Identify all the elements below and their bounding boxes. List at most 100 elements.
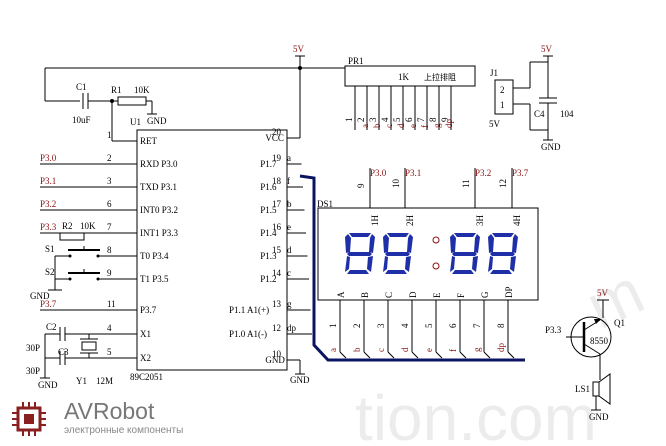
mcu-left-pin-name: X2 bbox=[140, 353, 151, 363]
ds1-body bbox=[317, 207, 539, 301]
j1-pin1: 1 bbox=[500, 100, 505, 110]
mcu-left-net: P3.1 bbox=[40, 176, 56, 186]
mcu-left-pin-num: 4 bbox=[107, 323, 112, 333]
mcu-right-pin-name: P1.5 bbox=[260, 205, 277, 215]
digit-name: 3H bbox=[475, 215, 485, 227]
mcu-ref: U1 bbox=[130, 117, 141, 127]
c1-value: 10uF bbox=[72, 115, 91, 125]
mcu-right-pin-num: 12 bbox=[272, 323, 281, 333]
s1-label: S1 bbox=[45, 244, 55, 254]
ds1-ref: DS1 bbox=[317, 199, 333, 209]
digit-net: P3.0 bbox=[370, 168, 387, 178]
segment-pin-net: g bbox=[472, 347, 482, 352]
mcu-gnd: GND bbox=[290, 375, 310, 385]
r1-label: R1 bbox=[111, 85, 122, 95]
mcu-right-pin-num: 10 bbox=[272, 349, 282, 359]
mcu-left-pin-num: 2 bbox=[107, 153, 112, 163]
digit-pin-num: 10 bbox=[391, 179, 401, 189]
pr1-value: 1K bbox=[398, 72, 410, 82]
brand-subtitle: электронные компоненты bbox=[64, 425, 184, 436]
segment-pin-net: b bbox=[352, 347, 362, 352]
pr1-pin-net: dp bbox=[444, 119, 454, 129]
segment-pin-net: d bbox=[400, 347, 410, 352]
mcu-right-pin-num: 13 bbox=[272, 299, 282, 309]
pr1-pin-num: 4 bbox=[380, 117, 390, 122]
mcu-right-net: e bbox=[287, 222, 291, 232]
display-segment bbox=[452, 252, 477, 256]
display-segment bbox=[512, 234, 518, 253]
segment-pin-num: 4 bbox=[400, 323, 410, 328]
segment-pin-net: f bbox=[448, 349, 458, 352]
mcu-part: 89C2051 bbox=[130, 372, 163, 382]
mcu-right-pin-name: P1.6 bbox=[260, 182, 277, 192]
display-segment bbox=[347, 270, 369, 274]
vcc-label-j1: 5V bbox=[541, 44, 553, 54]
pr1-pin-net: e bbox=[408, 124, 418, 128]
segment-pin-net: a bbox=[328, 348, 338, 352]
ls1-ref: LS1 bbox=[575, 384, 590, 394]
digit-pin-num: 12 bbox=[498, 179, 508, 188]
mcu-right-pin-name: P1.3 bbox=[260, 251, 277, 261]
display-segment bbox=[454, 233, 476, 237]
watermark-fragment: m bbox=[575, 255, 654, 343]
r2-value: 10K bbox=[80, 221, 96, 231]
q1-ref: Q1 bbox=[614, 318, 625, 328]
segment-bus bbox=[299, 174, 525, 362]
mcu-right-pin-name: VCC bbox=[265, 133, 284, 143]
ls1-gnd: GND bbox=[589, 412, 609, 422]
display-segment bbox=[345, 256, 350, 272]
segment-pin-bend bbox=[435, 351, 443, 359]
segment-pin-net: dp bbox=[496, 343, 506, 353]
mcu-left-pin-name: T0 P3.4 bbox=[140, 251, 169, 261]
digit-net: P3.7 bbox=[512, 168, 529, 178]
digit-pin-num: 11 bbox=[461, 179, 471, 188]
mcu-left-pin-num: 8 bbox=[107, 245, 112, 255]
pr1-pin-num: 1 bbox=[344, 118, 354, 123]
display-segment bbox=[349, 233, 371, 237]
mcu-left-net: P3.7 bbox=[40, 299, 57, 309]
vcc-label-top: 5V bbox=[293, 44, 305, 54]
mcu-right-net: a bbox=[287, 153, 291, 163]
display-segment bbox=[490, 252, 515, 256]
mcu-right-pin-num: 16 bbox=[272, 222, 282, 232]
j1-body bbox=[494, 79, 514, 115]
display-segment bbox=[369, 234, 375, 253]
j1-ref: J1 bbox=[490, 68, 498, 78]
display-segment bbox=[367, 256, 373, 272]
digit-net: P3.1 bbox=[405, 168, 421, 178]
pr1-pin-net: g bbox=[432, 123, 442, 128]
display-segment bbox=[387, 233, 409, 237]
s2-label: S2 bbox=[45, 267, 55, 277]
segment-pin-bend bbox=[507, 351, 515, 359]
segment-pin-num: 3 bbox=[376, 323, 386, 328]
pr1-pin-num: 6 bbox=[404, 117, 414, 122]
digit-name: 4H bbox=[512, 215, 522, 227]
segment-letter: D bbox=[408, 291, 418, 298]
mcu-right-pin-num: 15 bbox=[272, 245, 282, 255]
mcu-right-pin-num: 17 bbox=[272, 199, 282, 209]
pr1-pin-net: d bbox=[396, 123, 406, 128]
segment-pin-net: e bbox=[424, 348, 434, 352]
display-segment bbox=[345, 234, 351, 253]
display-segment bbox=[385, 270, 407, 274]
c2-label: C2 bbox=[46, 322, 57, 332]
pr1-pin-num: 7 bbox=[416, 117, 426, 122]
pr1-pin-net: f bbox=[420, 125, 430, 128]
segment-pin-bend bbox=[387, 351, 395, 359]
c4-value: 104 bbox=[560, 109, 574, 119]
segment-pin-num: 2 bbox=[352, 324, 362, 329]
c3-label: C3 bbox=[58, 347, 69, 357]
digit-pin-num: 9 bbox=[356, 183, 366, 188]
sw-gnd: GND bbox=[30, 291, 50, 301]
segment-letter: B bbox=[360, 292, 370, 298]
display-segment bbox=[490, 270, 512, 274]
mcu-left-pin-num: 5 bbox=[107, 347, 112, 357]
segment-letter: F bbox=[456, 293, 466, 298]
brand-logo: AVRobot электронные компоненты bbox=[12, 398, 232, 440]
mcu-right-pin-num: 20 bbox=[272, 127, 282, 137]
digit-net: P3.2 bbox=[475, 168, 491, 178]
